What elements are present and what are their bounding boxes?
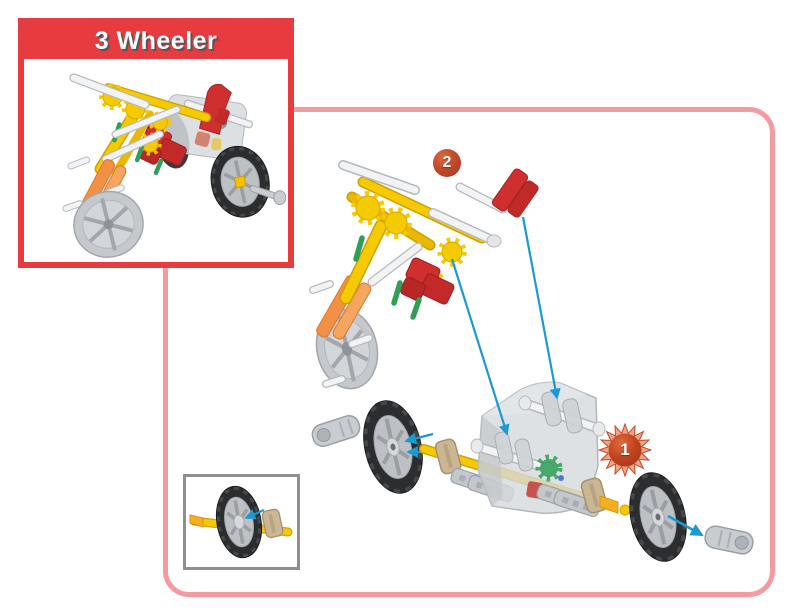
white-rods (69, 73, 181, 163)
assembly-arrows (450, 216, 561, 436)
starburst-icon (598, 423, 652, 477)
left-wheel (363, 400, 423, 494)
white-pegs (309, 280, 373, 388)
assembly-arrow (667, 514, 704, 537)
assembly-panel (163, 107, 775, 597)
finished-model-illustration (62, 73, 287, 258)
white-rods (338, 160, 508, 287)
wheel-axle-detail-illustration (189, 485, 293, 559)
red-connectors (400, 257, 455, 305)
step-1-badge: 1 (598, 423, 652, 477)
detail-wheel (215, 485, 263, 559)
right-gray-connector (704, 525, 754, 555)
gearbox-top-rod (518, 391, 606, 437)
step-2-badge: 2 (433, 149, 461, 177)
assembly-arrow (450, 258, 510, 436)
green-rods (353, 235, 422, 320)
rear-wheel (210, 145, 270, 218)
red-fin-piece (491, 168, 539, 218)
assembly-arrow (521, 216, 561, 400)
step-1-assembly-illustration (311, 381, 754, 562)
step-2-number: 2 (442, 154, 452, 171)
step-1-number: 1 (620, 440, 630, 459)
right-wheel (629, 472, 687, 562)
tan-clip (261, 508, 284, 539)
left-gray-connector (311, 414, 361, 448)
assembly-arrow (404, 432, 434, 445)
wheel-axle-detail-box (183, 474, 300, 570)
assembly-arrow (244, 508, 265, 520)
red-connectors (138, 124, 187, 166)
model-title-box: 3 Wheeler (18, 18, 294, 268)
page-title: 3 Wheeler (94, 27, 218, 55)
front-wheel (73, 190, 144, 258)
finished-model-image (24, 59, 288, 262)
step-2-assembly-illustration (309, 160, 539, 390)
model-title-band: 3 Wheeler (24, 24, 288, 59)
rear-axle (249, 185, 287, 206)
